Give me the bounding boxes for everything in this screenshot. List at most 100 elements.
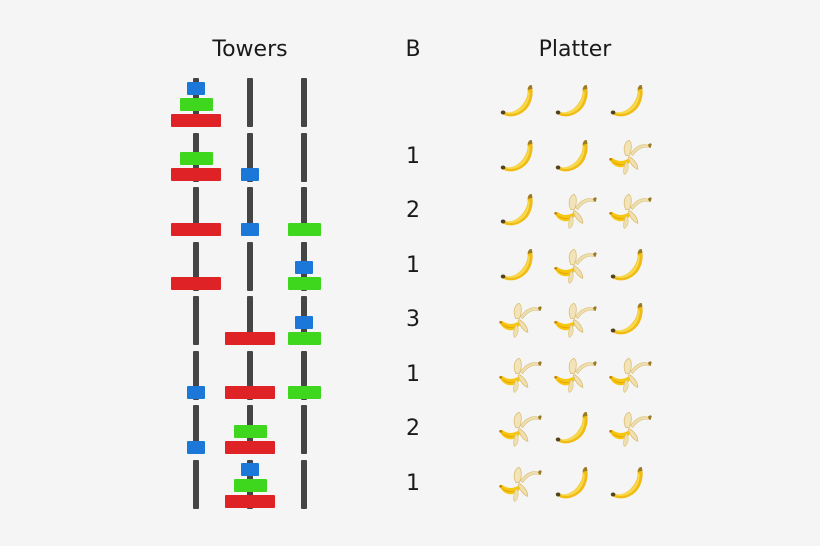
peeled-banana-icon	[608, 139, 653, 175]
tower-peg	[169, 348, 223, 403]
tower-peg	[223, 130, 277, 185]
disk-stack	[223, 184, 277, 239]
state-row: 1	[0, 130, 820, 185]
tower-peg	[277, 130, 331, 185]
red-disk	[171, 222, 221, 236]
tower-peg	[223, 239, 277, 294]
banana-cell	[492, 239, 547, 294]
disk-stack	[223, 130, 277, 185]
disk-stack	[277, 239, 331, 294]
banana-platter	[492, 75, 658, 130]
banana-cell	[547, 75, 602, 130]
banana-cell	[492, 457, 547, 512]
banana-cell	[603, 293, 658, 348]
tower-peg	[277, 239, 331, 294]
green-disk	[287, 277, 321, 290]
moved-disk-number	[393, 75, 433, 130]
moves-column-header: B	[405, 37, 421, 62]
whole-banana-icon	[611, 466, 643, 499]
peeled-banana-icon	[553, 248, 598, 284]
peeled-banana-icon	[498, 357, 542, 393]
banana-cell	[492, 402, 547, 457]
peeled-banana-icon	[608, 194, 653, 230]
banana-cell	[547, 239, 602, 294]
state-row: 2	[0, 402, 820, 457]
peeled-banana-icon	[498, 303, 542, 339]
banana-cell	[547, 348, 602, 403]
towers-state	[169, 75, 331, 130]
disk-stack	[277, 457, 331, 512]
banana-cell	[547, 457, 602, 512]
disk-stack	[277, 130, 331, 185]
banana-cell	[547, 402, 602, 457]
blue-disk	[241, 222, 259, 236]
red-disk	[171, 168, 221, 181]
banana-cell	[603, 130, 658, 185]
disk-stack	[223, 239, 277, 294]
tower-peg	[277, 184, 331, 239]
banana-cell	[492, 293, 547, 348]
disk-stack	[223, 293, 277, 348]
peg-rod	[193, 405, 199, 454]
peg-rod	[247, 132, 253, 182]
towers-state	[169, 457, 331, 512]
tower-peg	[277, 348, 331, 403]
peeled-banana-icon	[608, 357, 653, 393]
peg-rod	[301, 459, 307, 509]
blue-disk	[187, 81, 205, 95]
state-row: 1	[0, 348, 820, 403]
disk-stack	[223, 75, 277, 130]
tower-peg	[223, 293, 277, 348]
banana-cell	[547, 184, 602, 239]
whole-banana-icon	[500, 248, 533, 281]
disk-stack	[169, 293, 223, 348]
peg-rod	[193, 459, 199, 509]
banana-platter	[492, 348, 658, 403]
peeled-banana-icon	[553, 357, 598, 393]
red-disk	[225, 331, 275, 345]
peg-rod	[247, 296, 253, 345]
whole-banana-icon	[555, 412, 588, 444]
moved-disk-number: 1	[406, 361, 420, 387]
blue-disk	[187, 440, 205, 454]
disk-stack	[277, 184, 331, 239]
banana-cell	[492, 130, 547, 185]
blue-disk	[295, 315, 313, 329]
peg-rod	[301, 132, 307, 182]
banana-cell	[603, 402, 658, 457]
peeled-banana-icon	[498, 466, 542, 502]
towers-state	[169, 239, 331, 294]
peg-rod	[301, 405, 307, 454]
banana-cell	[492, 75, 547, 130]
whole-banana-icon	[611, 248, 643, 281]
green-disk	[179, 97, 213, 111]
peg-rod	[247, 78, 253, 127]
state-row: 3	[0, 293, 820, 348]
red-disk	[225, 495, 275, 508]
disk-stack	[169, 75, 223, 130]
tower-peg	[277, 293, 331, 348]
tower-peg	[169, 402, 223, 457]
banana-platter	[492, 130, 658, 185]
tower-peg	[223, 402, 277, 457]
peg-rod	[247, 241, 253, 291]
peeled-banana-icon	[608, 412, 653, 448]
peg-rod	[301, 187, 307, 236]
disk-stack	[169, 239, 223, 294]
tower-peg	[169, 239, 223, 294]
moved-disk-number: 3	[406, 307, 420, 332]
tower-peg	[223, 75, 277, 130]
banana-cell	[547, 130, 602, 185]
peg-rod	[301, 78, 307, 127]
whole-banana-icon	[555, 466, 588, 499]
tower-peg	[169, 75, 223, 130]
state-row	[0, 75, 820, 130]
disk-stack	[277, 402, 331, 457]
peg-rod	[301, 350, 307, 400]
moved-disk-number: 2	[406, 416, 420, 441]
blue-disk	[241, 168, 259, 181]
tower-peg	[277, 457, 331, 512]
tower-peg	[223, 348, 277, 403]
